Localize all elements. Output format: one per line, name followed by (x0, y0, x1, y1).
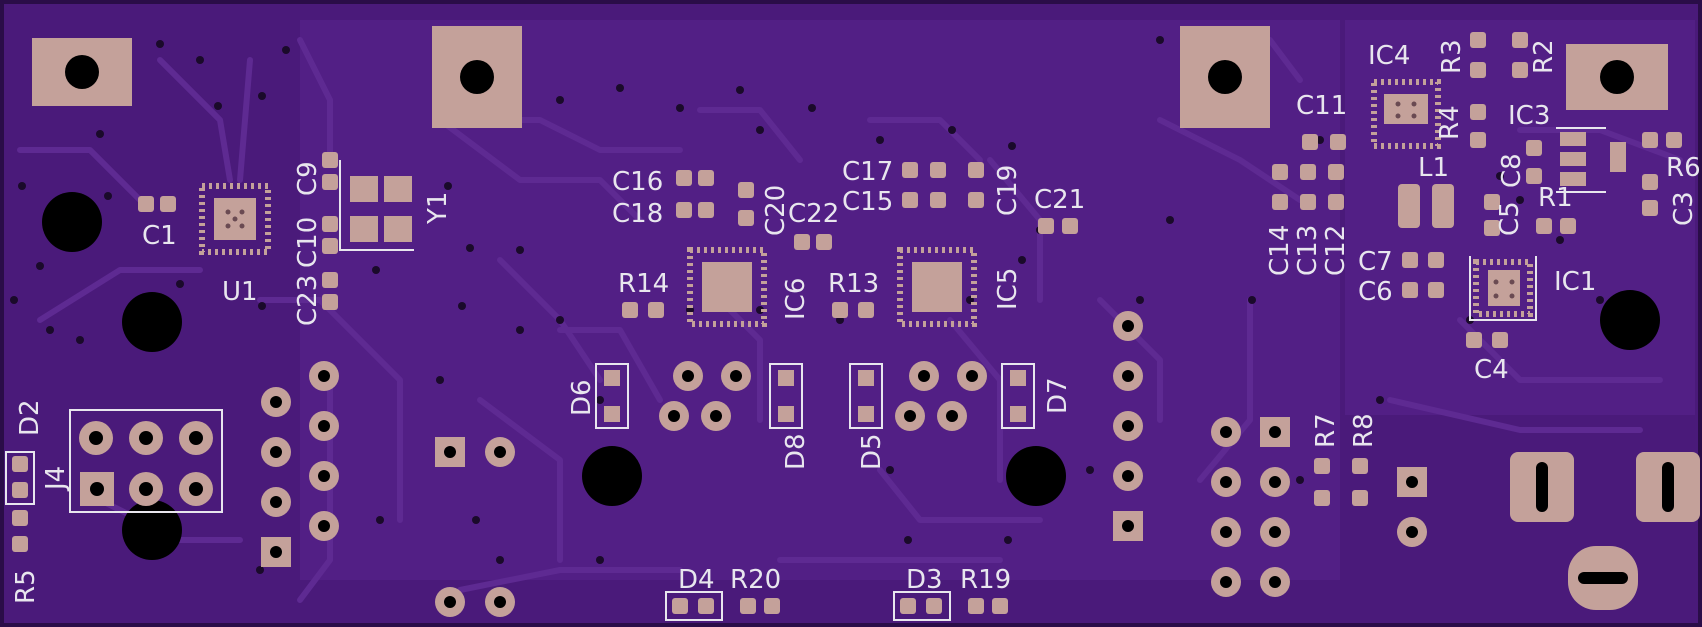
label-d4: D4 (678, 565, 715, 595)
label-r7: R7 (1311, 413, 1341, 448)
traces (17, 37, 1683, 603)
label-c9: C9 (293, 161, 323, 196)
label-d7: D7 (1043, 377, 1073, 414)
silkscreen-outlines (5, 127, 1606, 621)
label-r6: R6 (1666, 153, 1701, 183)
label-c10: C10 (293, 217, 323, 268)
label-r19: R19 (960, 565, 1011, 595)
label-y1: Y1 (423, 192, 453, 225)
label-d6: D6 (567, 379, 597, 416)
label-c5: C5 (1495, 201, 1525, 236)
label-c23: C23 (293, 275, 323, 326)
label-c22: C22 (788, 199, 839, 229)
label-r8: R8 (1349, 413, 1379, 448)
label-c8: C8 (1497, 153, 1527, 188)
label-j4: J4 (41, 466, 71, 492)
label-r4: R4 (1435, 105, 1465, 140)
label-c7: C7 (1358, 247, 1393, 277)
label-d2: D2 (15, 399, 45, 436)
smd-pads (12, 32, 1682, 614)
label-c18: C18 (612, 199, 663, 229)
label-u1: U1 (222, 277, 258, 307)
label-ic6: IC6 (781, 278, 811, 320)
qfn-thermal-vias (225, 101, 1515, 299)
label-r1: R1 (1538, 183, 1573, 213)
label-c17: C17 (842, 157, 893, 187)
mounting-holes (42, 192, 1660, 560)
label-c3: C3 (1669, 191, 1699, 226)
label-c14: C14 (1265, 225, 1295, 276)
label-d5: D5 (857, 433, 887, 470)
label-d8: D8 (781, 433, 811, 470)
label-r3: R3 (1437, 39, 1467, 74)
label-ic1: IC1 (1554, 267, 1596, 297)
label-c20: C20 (761, 185, 791, 236)
label-ic3: IC3 (1508, 101, 1550, 131)
label-c11: C11 (1296, 91, 1347, 121)
label-ic4: IC4 (1368, 41, 1410, 71)
label-c15: C15 (842, 187, 893, 217)
label-l1: L1 (1418, 153, 1449, 183)
label-r14: R14 (618, 269, 669, 299)
label-ic5: IC5 (993, 268, 1023, 310)
label-c21: C21 (1034, 185, 1085, 215)
through-hole-drills (89, 320, 1674, 608)
silkscreen-labels: C1 U1 C9 C10 C23 Y1 C16 C18 C20 C22 R14 … (11, 39, 1701, 604)
label-r13: R13 (828, 269, 879, 299)
label-c19: C19 (993, 165, 1023, 216)
label-r5: R5 (11, 569, 41, 604)
label-c16: C16 (612, 167, 663, 197)
label-d3: D3 (906, 565, 943, 595)
label-c12: C12 (1321, 225, 1351, 276)
label-c4: C4 (1474, 355, 1509, 385)
label-c6: C6 (1358, 277, 1393, 307)
large-square-pads (32, 26, 1668, 128)
label-r20: R20 (730, 565, 781, 595)
label-c13: C13 (1293, 225, 1323, 276)
label-c1: C1 (142, 221, 177, 251)
label-r2: R2 (1529, 39, 1559, 74)
